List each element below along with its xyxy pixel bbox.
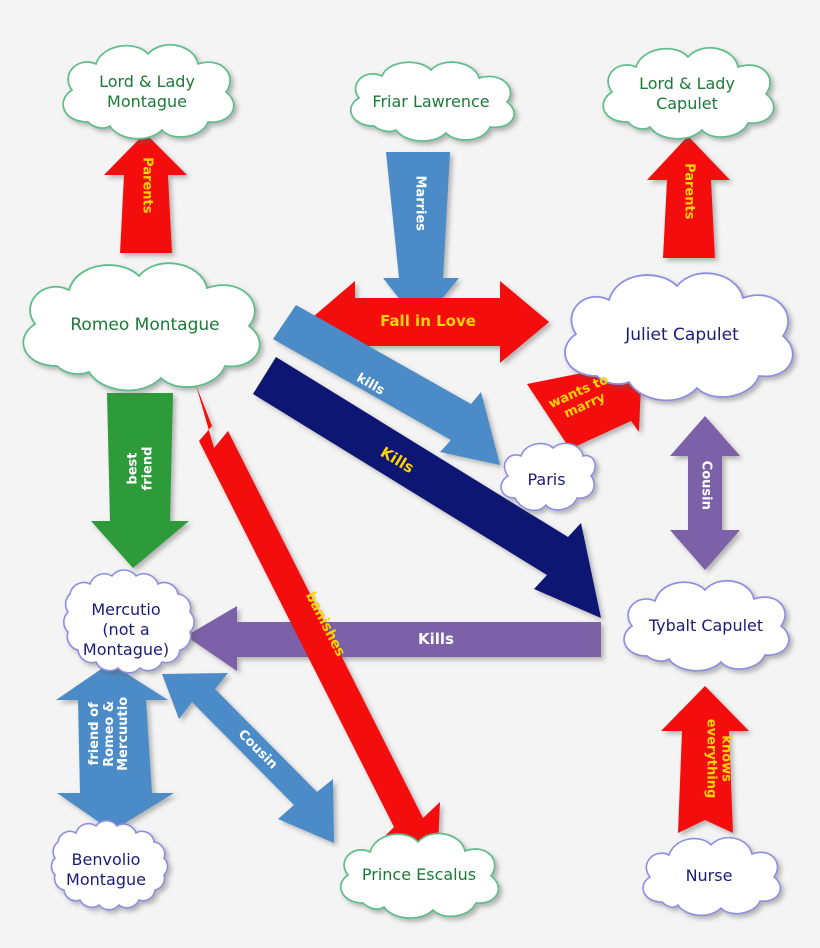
node-label: Paris	[527, 469, 566, 489]
node-juliet-capulet[interactable]: Juliet Capulet	[551, 266, 813, 406]
node-label: Friar Lawrence	[372, 92, 490, 111]
node-label: Lord & Lady Capulet	[639, 74, 735, 113]
arrow-kills-tybalt	[253, 357, 601, 618]
arrow-parents-capulet	[647, 136, 730, 258]
arrow-marries	[383, 152, 459, 325]
node-nurse[interactable]: Nurse	[634, 828, 784, 924]
arrow-kills-paris	[273, 305, 500, 465]
cloud-shape	[63, 569, 195, 674]
node-tybalt-capulet[interactable]: Tybalt Capulet	[613, 568, 799, 683]
node-friar-lawrence[interactable]: Friar Lawrence	[340, 58, 522, 146]
node-label: Nurse	[685, 866, 733, 885]
arrow-cousin-juliet-tybalt	[670, 416, 740, 570]
node-lord-lady-capulet[interactable]: Lord & Lady Capulet	[592, 42, 782, 146]
node-label: Romeo Montague	[70, 315, 220, 336]
arrow-parents-montague	[104, 133, 187, 253]
cloud-shape	[339, 832, 500, 919]
cloud-shape	[564, 272, 794, 402]
node-label: Lord & Lady Montague	[99, 72, 195, 111]
node-benvolio-montague[interactable]: Benvolio Montague	[32, 819, 180, 920]
arrow-banishes	[196, 385, 440, 869]
arrow-cousin-prince-mercutio	[162, 673, 334, 843]
arrow-kills-mercutio	[186, 606, 601, 671]
cloud-shape	[642, 836, 782, 917]
node-mercutio[interactable]: Mercutio (not a Montague)	[40, 569, 212, 690]
node-label: Juliet Capulet	[625, 325, 739, 346]
cloud-shape	[62, 44, 235, 140]
cloud-shape	[623, 580, 790, 672]
arrow-fall-in-love	[307, 281, 549, 363]
cloud-shape	[500, 442, 596, 512]
node-label: Mercutio (not a Montague)	[82, 600, 170, 659]
cloud-shape	[602, 47, 775, 140]
arrow-knows-everything	[661, 686, 749, 833]
arrow-friend-of-romeo-mercutio	[56, 663, 174, 831]
cloud-shape	[22, 262, 261, 392]
node-label: Prince Escalus	[361, 864, 477, 884]
cloud-shape	[50, 819, 169, 911]
node-prince-escalus[interactable]: Prince Escalus	[330, 823, 508, 926]
node-lord-lady-montague[interactable]: Lord & Lady Montague	[52, 38, 242, 146]
node-paris[interactable]: Paris	[495, 438, 598, 521]
cloud-shape	[349, 61, 515, 142]
node-romeo-montague[interactable]: Romeo Montague	[9, 256, 281, 396]
node-label: Benvolio Montague	[66, 850, 146, 889]
node-label: Tybalt Capulet	[648, 615, 764, 635]
arrow-best-friend	[91, 393, 189, 568]
